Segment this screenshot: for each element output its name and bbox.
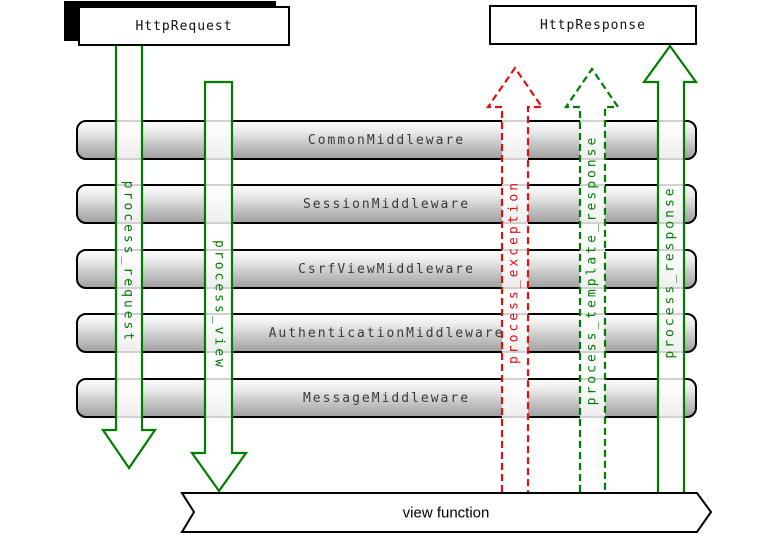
process-template-response-label: process_template_response xyxy=(584,134,600,406)
middleware-bar-label: SessionMiddleware xyxy=(302,196,471,212)
middleware-bar-label: AuthenticationMiddleware xyxy=(268,325,505,341)
middleware-bar-label: MessageMiddleware xyxy=(302,390,471,406)
http-response-box: HttpResponse xyxy=(489,5,697,45)
process-view-label: process_view xyxy=(211,240,227,370)
process-view-arrow xyxy=(189,80,249,493)
http-request-label: HttpRequest xyxy=(135,18,233,34)
process-template-response-arrow xyxy=(563,67,621,492)
middleware-bar-label: CommonMiddleware xyxy=(307,132,466,148)
view-function-banner xyxy=(180,492,713,533)
process-request-arrow xyxy=(100,45,158,470)
http-response-label: HttpResponse xyxy=(540,17,646,33)
process-exception-arrow xyxy=(485,66,545,492)
http-request-box: HttpRequest xyxy=(78,6,290,46)
process-response-label: process_response xyxy=(662,185,678,359)
view-function-label: view function xyxy=(402,504,490,522)
process-exception-label: process_exception xyxy=(506,179,522,365)
middleware-bar-label: CsrfViewMiddleware xyxy=(298,261,475,277)
process-response-arrow xyxy=(641,44,699,492)
process-request-label: process_request xyxy=(120,180,136,344)
